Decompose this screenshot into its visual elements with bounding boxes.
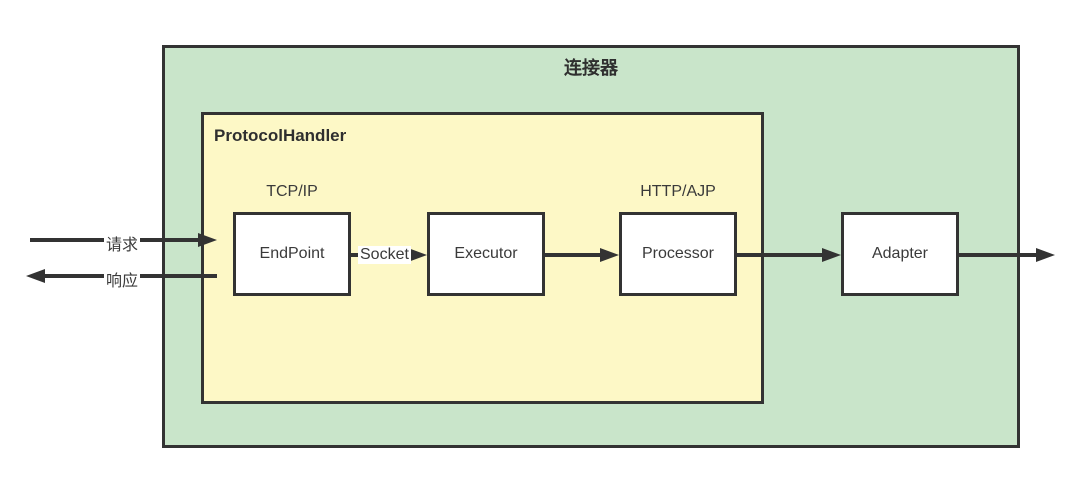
tcp-ip-label: TCP/IP — [266, 183, 318, 200]
connector-title: 连接器 — [564, 58, 618, 78]
adapter-out-arrowhead-icon — [1036, 248, 1055, 262]
adapter-out-line — [958, 253, 1037, 257]
node-endpoint-label: EndPoint — [259, 245, 325, 262]
http-ajp-label: HTTP/AJP — [640, 183, 716, 200]
protocol-handler-title: ProtocolHandler — [214, 126, 347, 145]
response-arrowhead-icon — [26, 269, 45, 283]
executor-to-processor-line — [543, 253, 601, 257]
socket-label: Socket — [358, 246, 411, 264]
executor-to-processor-arrowhead-icon — [600, 248, 619, 262]
response-label: 响应 — [104, 267, 141, 291]
request-label: 请求 — [104, 231, 141, 255]
node-processor: Processor — [619, 212, 737, 296]
socket-arrowhead-icon — [408, 248, 427, 262]
node-executor: Executor — [427, 212, 545, 296]
node-endpoint: EndPoint — [233, 212, 351, 296]
node-executor-label: Executor — [454, 245, 518, 262]
node-processor-label: Processor — [641, 245, 715, 262]
request-arrowhead-icon — [198, 233, 217, 247]
processor-to-adapter-line — [737, 253, 823, 257]
node-adapter-label: Adapter — [871, 245, 929, 262]
node-adapter: Adapter — [841, 212, 959, 296]
processor-to-adapter-arrowhead-icon — [822, 248, 841, 262]
